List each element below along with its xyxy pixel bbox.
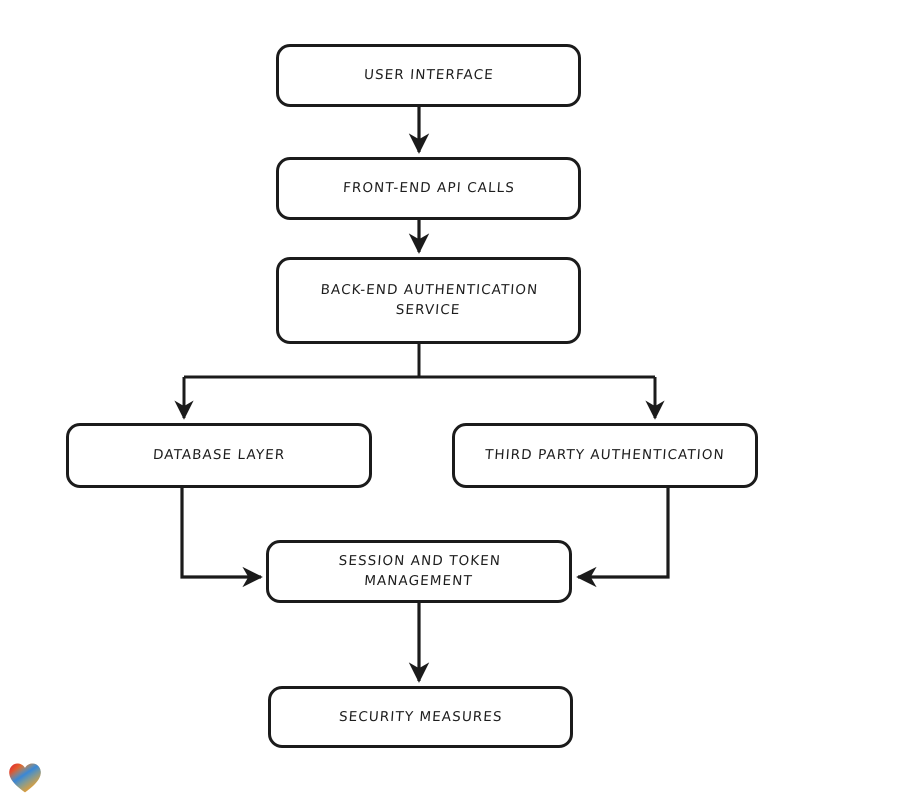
edge-db-to-session — [180, 488, 263, 588]
node-session-token-management[interactable]: Session and Token Management — [266, 540, 572, 603]
node-database-layer[interactable]: Database Layer — [66, 423, 372, 488]
node-front-end-api-calls[interactable]: Front-End API Calls — [276, 157, 581, 220]
heart-icon — [9, 763, 41, 793]
node-label: Third Party Authentication — [484, 447, 726, 464]
edge-3rdparty-to-session — [576, 488, 670, 588]
node-label: Back-End Authentication Service — [319, 282, 539, 319]
node-label: Database Layer — [152, 447, 286, 464]
node-label: Security Measures — [338, 708, 503, 725]
node-third-party-auth[interactable]: Third Party Authentication — [452, 423, 758, 488]
heart-icon-wrap — [8, 762, 42, 794]
node-label: Front-End API Calls — [341, 180, 516, 197]
node-label: User Interface — [363, 67, 494, 84]
node-back-end-auth-service[interactable]: Back-End Authentication Service — [276, 257, 581, 344]
node-label: Session and Token Management — [338, 553, 502, 590]
node-security-measures[interactable]: Security Measures — [268, 686, 573, 748]
node-user-interface[interactable]: User Interface — [276, 44, 581, 107]
